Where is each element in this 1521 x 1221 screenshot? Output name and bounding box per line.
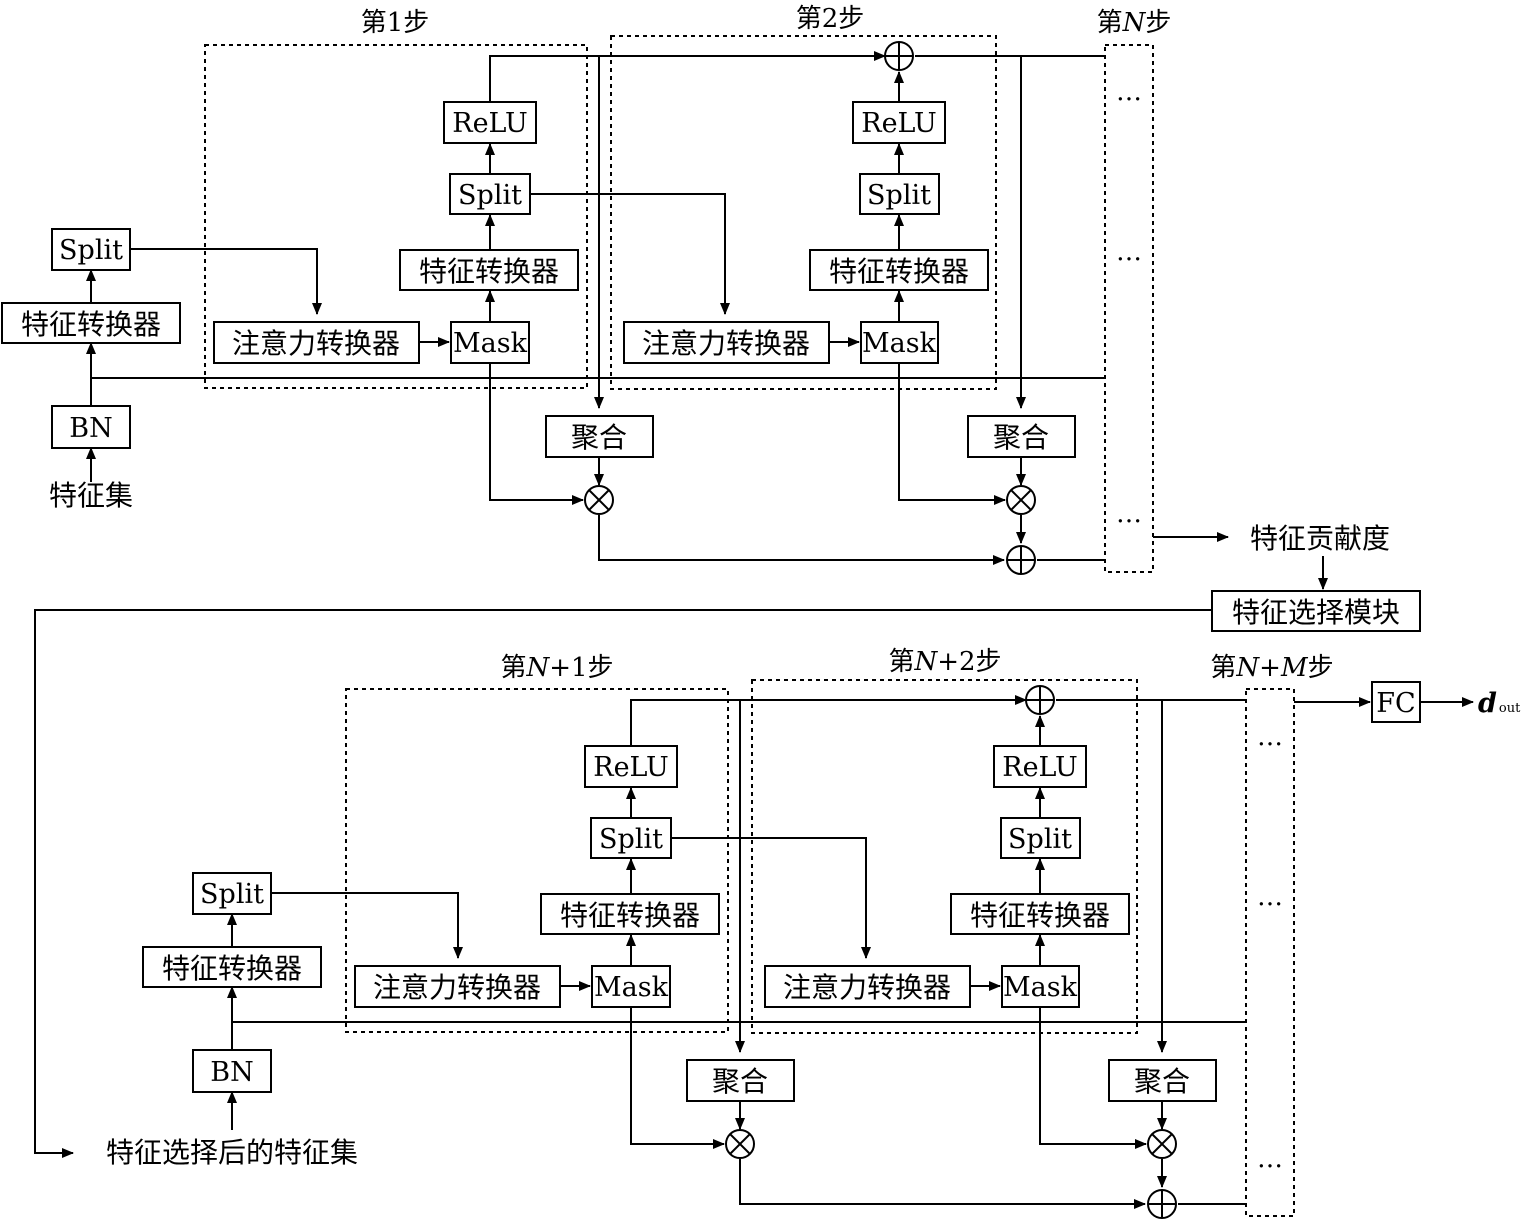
mask-block: Mask xyxy=(860,321,939,364)
attention-transformer-block: 注意力转换器 xyxy=(213,321,420,364)
svg-text:Split: Split xyxy=(867,180,931,211)
svg-text:Split: Split xyxy=(1008,824,1072,855)
feature-transformer-block: 特征转换器 xyxy=(950,893,1130,935)
svg-text:ReLU: ReLU xyxy=(593,752,669,783)
attention-transformer-block: 注意力转换器 xyxy=(354,965,561,1008)
relu-block: ReLU xyxy=(852,101,946,144)
svg-text:Split: Split xyxy=(200,879,264,910)
svg-text:Split: Split xyxy=(458,180,522,211)
svg-text:注意力转换器: 注意力转换器 xyxy=(642,327,810,360)
svg-text:聚合: 聚合 xyxy=(712,1065,768,1098)
add-icon xyxy=(1147,1189,1177,1219)
attention-transformer-block: 注意力转换器 xyxy=(623,321,830,364)
svg-text:注意力转换器: 注意力转换器 xyxy=(232,327,400,360)
multiply-icon xyxy=(584,485,614,515)
aggregate-block: 聚合 xyxy=(686,1059,795,1102)
svg-text:特征转换器: 特征转换器 xyxy=(970,899,1110,932)
ellipsis: … xyxy=(1116,499,1142,529)
stepN-frame xyxy=(1104,44,1154,573)
aggregate-block: 聚合 xyxy=(967,415,1076,458)
multiply-icon xyxy=(1006,485,1036,515)
svg-text:Split: Split xyxy=(599,824,663,855)
multiply-icon xyxy=(725,1129,755,1159)
add-icon xyxy=(1006,545,1036,575)
lower-stage: 第N+1步 第N+2步 第N+M步 … … … xyxy=(106,647,1521,1219)
svg-text:特征转换器: 特征转换器 xyxy=(829,255,969,288)
svg-text:特征选择模块: 特征选择模块 xyxy=(1232,596,1400,629)
step1-label: 第1步 xyxy=(361,8,430,38)
svg-text:Mask: Mask xyxy=(1003,972,1078,1003)
split-block: Split xyxy=(1000,817,1081,859)
feature-transformer-block: 特征转换器 xyxy=(540,893,720,935)
split-block: Split xyxy=(859,173,940,215)
bn-block: BN xyxy=(192,1049,272,1093)
svg-text:ReLU: ReLU xyxy=(1002,752,1078,783)
ellipsis: … xyxy=(1257,1144,1283,1174)
ellipsis: … xyxy=(1116,237,1142,267)
svg-text:Mask: Mask xyxy=(862,328,937,359)
fc-block: FC xyxy=(1371,681,1421,723)
split-block: Split xyxy=(449,173,531,215)
svg-text:聚合: 聚合 xyxy=(571,421,627,454)
stepNM-label: 第N+M步 xyxy=(1210,653,1333,683)
feature-transformer-block: 特征转换器 xyxy=(1,302,181,344)
relu-block: ReLU xyxy=(443,101,537,144)
stepN1-label: 第N+1步 xyxy=(500,653,613,683)
svg-text:特征转换器: 特征转换器 xyxy=(560,899,700,932)
relu-block: ReLU xyxy=(993,745,1087,788)
feature-set-label: 特征集 xyxy=(49,479,133,512)
svg-text:特征转换器: 特征转换器 xyxy=(419,255,559,288)
svg-text:注意力转换器: 注意力转换器 xyxy=(783,971,951,1004)
relu-block: ReLU xyxy=(584,745,678,788)
stepNM-frame xyxy=(1245,688,1295,1217)
step2-label: 第2步 xyxy=(796,4,865,34)
feature-selection-module: 特征选择模块 xyxy=(1211,590,1421,632)
svg-text:ReLU: ReLU xyxy=(452,108,528,139)
ellipsis: … xyxy=(1257,722,1283,752)
mask-block: Mask xyxy=(450,321,530,364)
upper-stage: 第1步 第2步 第N步 … … … xyxy=(1,4,1421,1158)
svg-text:Mask: Mask xyxy=(594,972,669,1003)
svg-text:Split: Split xyxy=(59,235,123,266)
add-icon xyxy=(884,41,914,71)
add-icon xyxy=(1025,685,1055,715)
ellipsis: … xyxy=(1257,882,1283,912)
step1-frame xyxy=(204,44,588,389)
mask-block: Mask xyxy=(591,965,671,1008)
ellipsis: … xyxy=(1116,77,1142,107)
svg-text:FC: FC xyxy=(1376,688,1415,719)
svg-text:BN: BN xyxy=(210,1057,253,1088)
svg-text:Mask: Mask xyxy=(453,328,528,359)
svg-text:聚合: 聚合 xyxy=(993,421,1049,454)
stepN2-frame xyxy=(751,679,1138,1034)
aggregate-block: 聚合 xyxy=(1108,1059,1217,1102)
svg-text:BN: BN xyxy=(69,413,112,444)
svg-text:特征转换器: 特征转换器 xyxy=(21,308,161,341)
mask-block: Mask xyxy=(1001,965,1080,1008)
svg-text:特征转换器: 特征转换器 xyxy=(162,952,302,985)
step2-frame xyxy=(610,35,997,390)
stepN-label: 第N步 xyxy=(1097,8,1172,38)
svg-text:注意力转换器: 注意力转换器 xyxy=(373,971,541,1004)
feature-transformer-block: 特征转换器 xyxy=(399,249,579,291)
feature-transformer-block: 特征转换器 xyxy=(142,946,322,988)
multiply-icon xyxy=(1147,1129,1177,1159)
attention-transformer-block: 注意力转换器 xyxy=(764,965,971,1008)
split-block: Split xyxy=(590,817,672,859)
svg-text:ReLU: ReLU xyxy=(861,108,937,139)
stepN2-label: 第N+2步 xyxy=(888,647,1001,677)
split-block: Split xyxy=(51,228,131,271)
aggregate-block: 聚合 xyxy=(545,415,654,458)
feature-contribution-label: 特征贡献度 xyxy=(1250,522,1390,555)
split-block: Split xyxy=(192,872,272,915)
feature-transformer-block: 特征转换器 xyxy=(809,249,989,291)
bn-block: BN xyxy=(51,405,131,449)
svg-text:聚合: 聚合 xyxy=(1134,1065,1190,1098)
selected-feature-set-label: 特征选择后的特征集 xyxy=(106,1136,358,1169)
stepN1-frame xyxy=(345,688,729,1033)
